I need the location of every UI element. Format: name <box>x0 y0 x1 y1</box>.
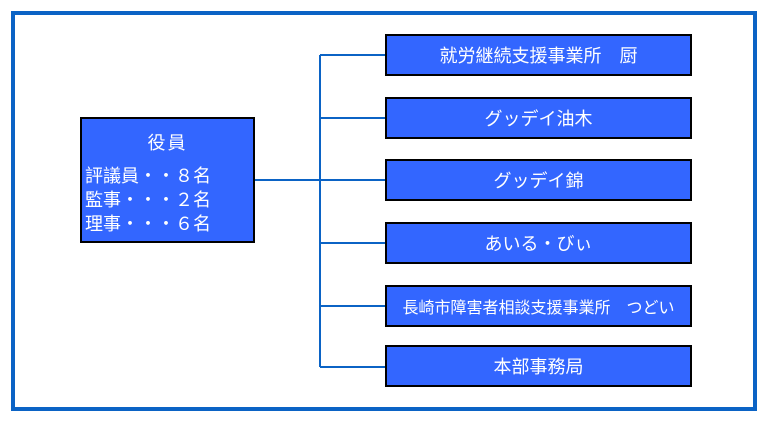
org-box-label: 長崎市障害者相談支援事業所 つどい <box>402 300 675 317</box>
org-box-branch: あいる・びぃ <box>385 222 692 264</box>
org-box-label: 本部事務局 <box>493 357 584 377</box>
org-box-branch: 就労継続支援事業所 厨 <box>385 34 692 76</box>
org-box-branch: 長崎市障害者相談支援事業所 つどい <box>385 285 692 327</box>
outer-frame <box>11 11 757 411</box>
org-box-branch: 本部事務局 <box>385 345 692 387</box>
root-box-line-directors: 理事・・・６名 <box>85 214 211 234</box>
org-box-officers: 役員 評議員・・８名 監事・・・２名 理事・・・６名 <box>80 117 255 243</box>
org-box-branch: グッデイ錦 <box>385 159 692 201</box>
root-box-line-auditors: 監事・・・２名 <box>85 190 211 210</box>
root-box-title: 役員 <box>147 133 188 153</box>
root-box-details: 評議員・・８名 監事・・・２名 理事・・・６名 <box>82 164 253 236</box>
org-box-label: グッデイ錦 <box>493 171 584 191</box>
org-box-label: あいる・びぃ <box>484 234 593 254</box>
org-box-branch: グッデイ油木 <box>385 97 692 139</box>
org-box-label: 就労継続支援事業所 厨 <box>439 46 638 66</box>
org-box-label: グッデイ油木 <box>484 109 593 129</box>
root-box-line-councilors: 評議員・・８名 <box>85 166 211 186</box>
